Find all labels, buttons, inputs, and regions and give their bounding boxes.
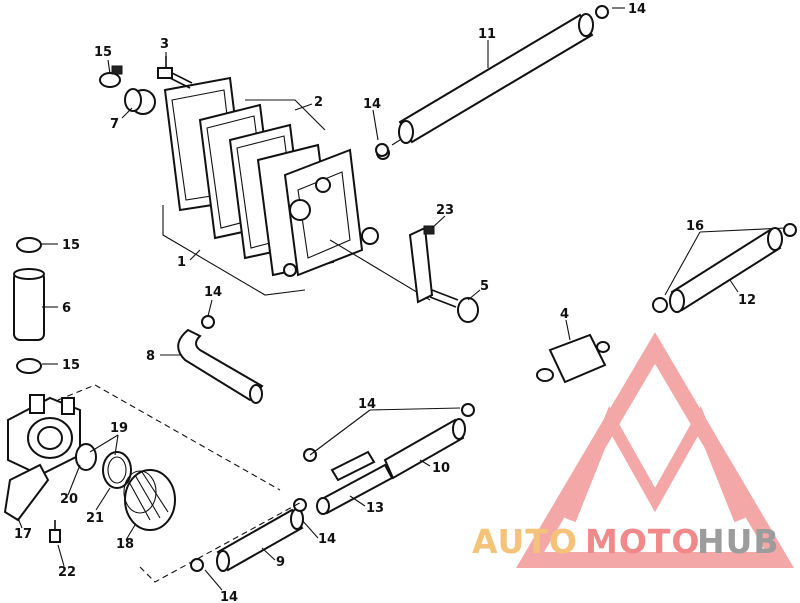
leader-lines <box>17 7 786 591</box>
callout-23: 23 <box>436 203 454 218</box>
callout-12: 12 <box>738 293 756 308</box>
fuel-filter-4 <box>536 333 610 384</box>
watermark-logo <box>515 332 795 568</box>
callout-14-top: 14 <box>628 2 646 17</box>
callout-14-pair: 14 <box>358 397 376 412</box>
callout-22: 22 <box>58 565 76 580</box>
bolt-3 <box>157 56 193 89</box>
callout-2: 2 <box>314 95 323 110</box>
bushing-7 <box>124 88 156 115</box>
callout-5: 5 <box>480 279 489 294</box>
callout-18: 18 <box>116 537 134 552</box>
seal-20 <box>75 443 97 471</box>
seal-21 <box>102 451 132 489</box>
watermark-text-hub: HUB <box>697 522 780 561</box>
watermark-text-moto: MOTO <box>585 522 700 561</box>
bracket-23 <box>408 225 435 304</box>
clamp-15-top <box>99 65 123 88</box>
callout-13: 13 <box>366 501 384 516</box>
callout-1: 1 <box>177 255 186 270</box>
callout-15-top: 15 <box>94 45 112 60</box>
callout-6: 6 <box>62 301 71 316</box>
callout-7: 7 <box>110 117 119 132</box>
tee-fitting-13 <box>303 448 394 515</box>
hose-12 <box>652 223 797 313</box>
callout-11: 11 <box>478 27 496 42</box>
hose-11 <box>375 5 609 157</box>
bolt-5 <box>429 289 479 323</box>
callout-15-mid: 15 <box>62 238 80 253</box>
hose-10 <box>383 403 475 480</box>
callout-17: 17 <box>14 527 32 542</box>
callout-16: 16 <box>686 219 704 234</box>
hose-9 <box>190 498 307 572</box>
callout-19: 19 <box>110 421 128 436</box>
callout-14-bottom: 14 <box>220 590 238 603</box>
screw-22 <box>49 520 61 543</box>
filter-head-17 <box>3 394 81 522</box>
filter-bowl-18 <box>123 469 176 531</box>
callout-14-right: 14 <box>318 532 336 547</box>
callout-14-left: 14 <box>363 97 381 112</box>
callout-14-hose8: 14 <box>204 285 222 300</box>
callout-3: 3 <box>160 37 169 52</box>
callout-20: 20 <box>60 492 78 507</box>
hose-8 <box>177 315 264 404</box>
hose-6 <box>13 237 45 374</box>
fuel-pump-assembly <box>162 76 431 301</box>
callout-21: 21 <box>86 511 104 526</box>
callout-4: 4 <box>560 307 569 322</box>
watermark-text-auto: AUTO <box>472 522 578 561</box>
callout-9: 9 <box>276 555 285 570</box>
callout-8: 8 <box>146 349 155 364</box>
callout-10: 10 <box>432 461 450 476</box>
callout-15-low: 15 <box>62 358 80 373</box>
